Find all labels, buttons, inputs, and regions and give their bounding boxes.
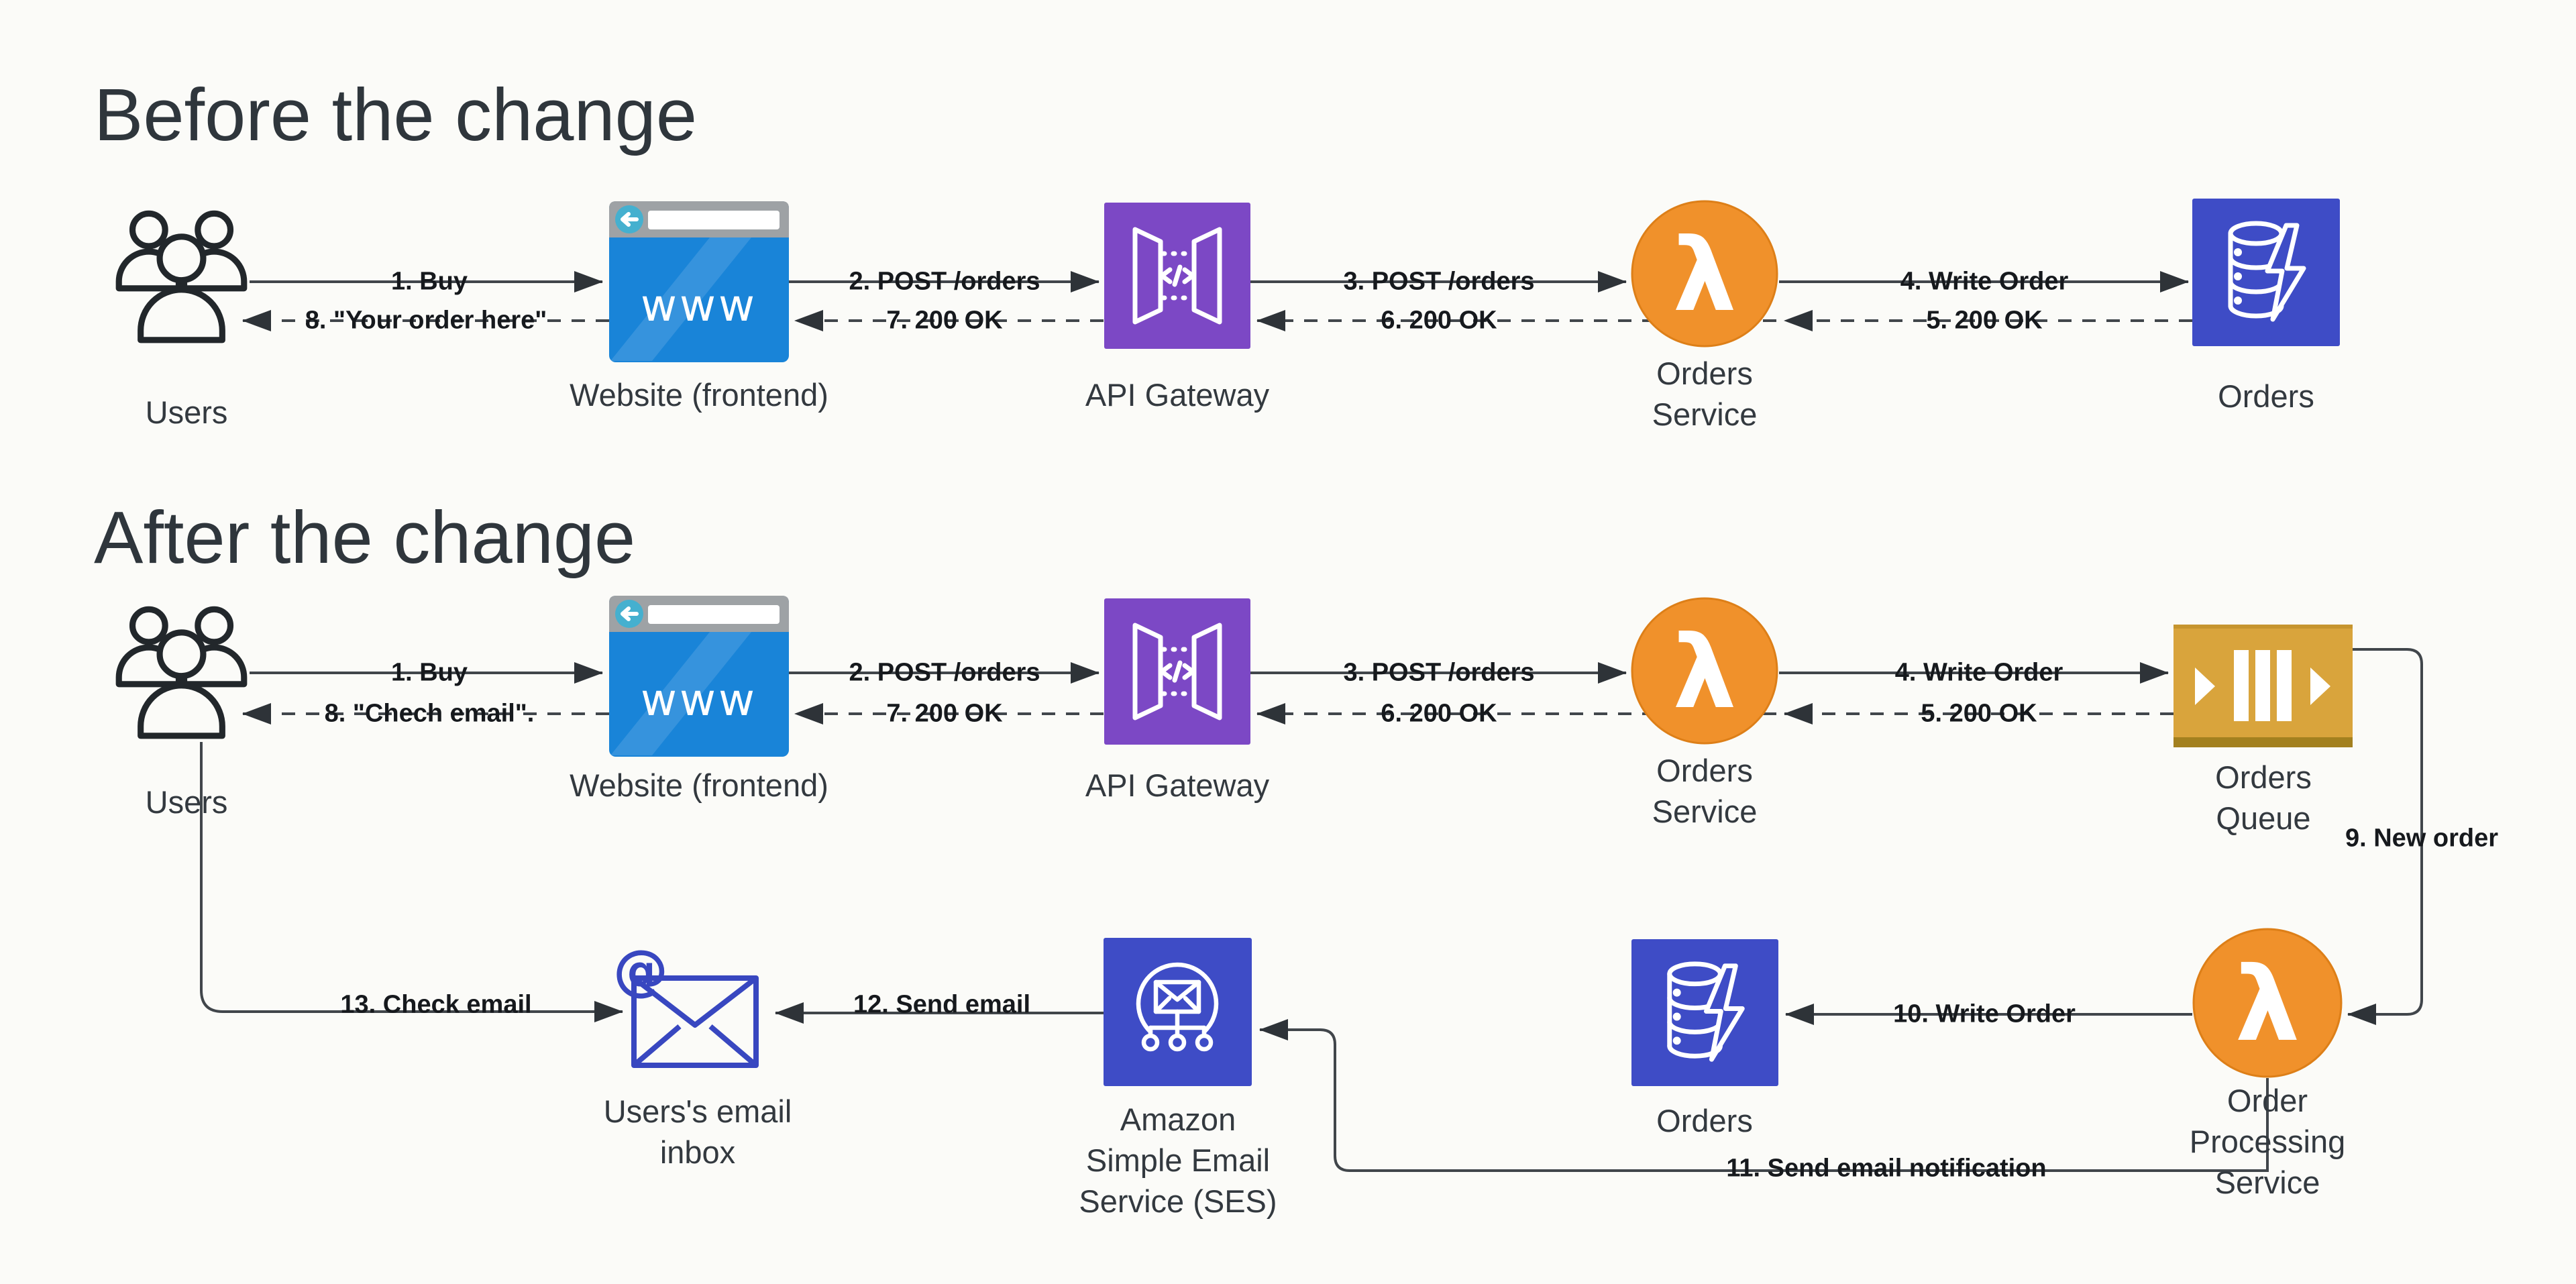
api-gateway-label-after: API Gateway — [1085, 767, 1270, 803]
edge-label-10-write-order: 10. Write Order — [1893, 1000, 2076, 1028]
inbox-label: Users's email inbox — [603, 1093, 792, 1171]
edge-13-check-email — [200, 742, 623, 1022]
edge-label-11-send-notification: 11. Send email notification — [1726, 1154, 2047, 1183]
edge-label-3-post-before: 3. POST /orders — [1343, 267, 1535, 296]
edge-label-1-buy-after: 1. Buy — [390, 658, 468, 687]
edge-label-2-post-after: 2. POST /orders — [849, 658, 1040, 687]
website-label-after: Website (frontend) — [570, 767, 828, 803]
edge-label-1-buy-before: 1. Buy — [390, 267, 468, 296]
edge-label-12-send-email: 12. Send email — [853, 990, 1031, 1019]
email-inbox-icon: @ — [614, 946, 768, 1072]
edge-label-7-ok-before: 7. 200 OK — [886, 306, 1003, 335]
edge-label-5-ok-after: 5. 200 OK — [1921, 699, 2037, 728]
edge-label-5-ok-before: 5. 200 OK — [1926, 306, 2043, 335]
dynamodb-icon — [2192, 199, 2340, 346]
edge-11-send-email-notification — [1259, 1019, 2269, 1172]
browser-icon: www — [609, 596, 789, 757]
users-icon — [113, 596, 250, 742]
edge-label-6-ok-after: 6. 200 OK — [1381, 699, 1497, 728]
api-gateway-icon — [1104, 598, 1250, 745]
before-title: Before the change — [94, 74, 698, 156]
api-gateway-label-before: API Gateway — [1085, 377, 1270, 413]
svg-text:www: www — [641, 280, 757, 331]
svg-text:λ: λ — [1673, 217, 1737, 334]
orders-db-label-after: Orders — [1656, 1103, 1753, 1138]
svg-text:@: @ — [614, 946, 668, 1002]
edge-label-2-post-before: 2. POST /orders — [849, 267, 1040, 296]
edge-label-7-ok-after: 7. 200 OK — [886, 699, 1003, 728]
svg-text:λ: λ — [2235, 945, 2300, 1065]
orders-service-label-after: Orders Service — [1652, 753, 1758, 830]
edge-label-13-check-email: 13. Check email — [340, 990, 532, 1019]
lambda-icon: λ — [2192, 928, 2343, 1078]
edge-label-8-chech-email: 8. "Chech email". — [324, 699, 535, 728]
order-processing-label: Order Processing Service — [2189, 1083, 2346, 1201]
sqs-queue-icon — [2174, 625, 2353, 747]
website-label-before: Website (frontend) — [570, 377, 828, 413]
svg-text:www: www — [641, 674, 757, 726]
edge-label-9-new-order: 9. New order — [2345, 824, 2499, 853]
api-gateway-icon — [1104, 203, 1250, 349]
users-label-after: Users — [145, 784, 228, 820]
edge-label-3-post-after: 3. POST /orders — [1343, 658, 1535, 687]
ses-icon — [1104, 938, 1252, 1086]
lambda-icon: λ — [1631, 597, 1778, 745]
users-icon — [113, 200, 250, 346]
edge-label-4-write-before: 4. Write Order — [1900, 267, 2069, 296]
dynamodb-icon — [1631, 939, 1778, 1086]
edge-label-8-your-order-before: 8. "Your order here" — [305, 306, 547, 335]
lambda-icon: λ — [1631, 200, 1778, 347]
orders-service-label-before: Orders Service — [1652, 356, 1758, 433]
edge-label-6-ok-before: 6. 200 OK — [1381, 306, 1497, 335]
browser-icon: www — [609, 201, 789, 362]
orders-db-label-before: Orders — [2218, 378, 2314, 414]
users-label-before: Users — [145, 394, 228, 430]
orders-queue-label: Orders Queue — [2215, 759, 2312, 837]
edge-label-4-write-after: 4. Write Order — [1894, 658, 2063, 687]
after-title: After the change — [94, 496, 636, 579]
ses-label: Amazon Simple Email Service (SES) — [1079, 1102, 1277, 1220]
edge-9-new-order — [2347, 648, 2423, 1025]
svg-text:λ: λ — [1673, 614, 1737, 731]
